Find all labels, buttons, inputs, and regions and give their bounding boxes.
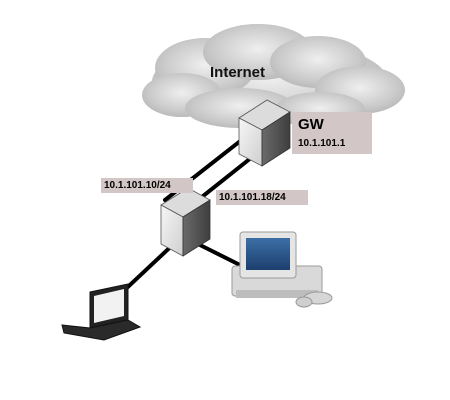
cloud-label: Internet [210,64,266,81]
switch-ip-label-right: 10.1.101.18/24 [216,190,308,205]
desktop-computer-icon [231,231,333,308]
gateway-label-box [292,112,372,154]
router-icon [238,99,291,167]
switch-ip-label-left: 10.1.101.10/24 [101,178,193,193]
gateway-ip: 10.1.101.1 [298,138,346,149]
laptop-icon [61,283,142,341]
gateway-title: GW [298,116,324,133]
switch-icon [160,187,211,257]
